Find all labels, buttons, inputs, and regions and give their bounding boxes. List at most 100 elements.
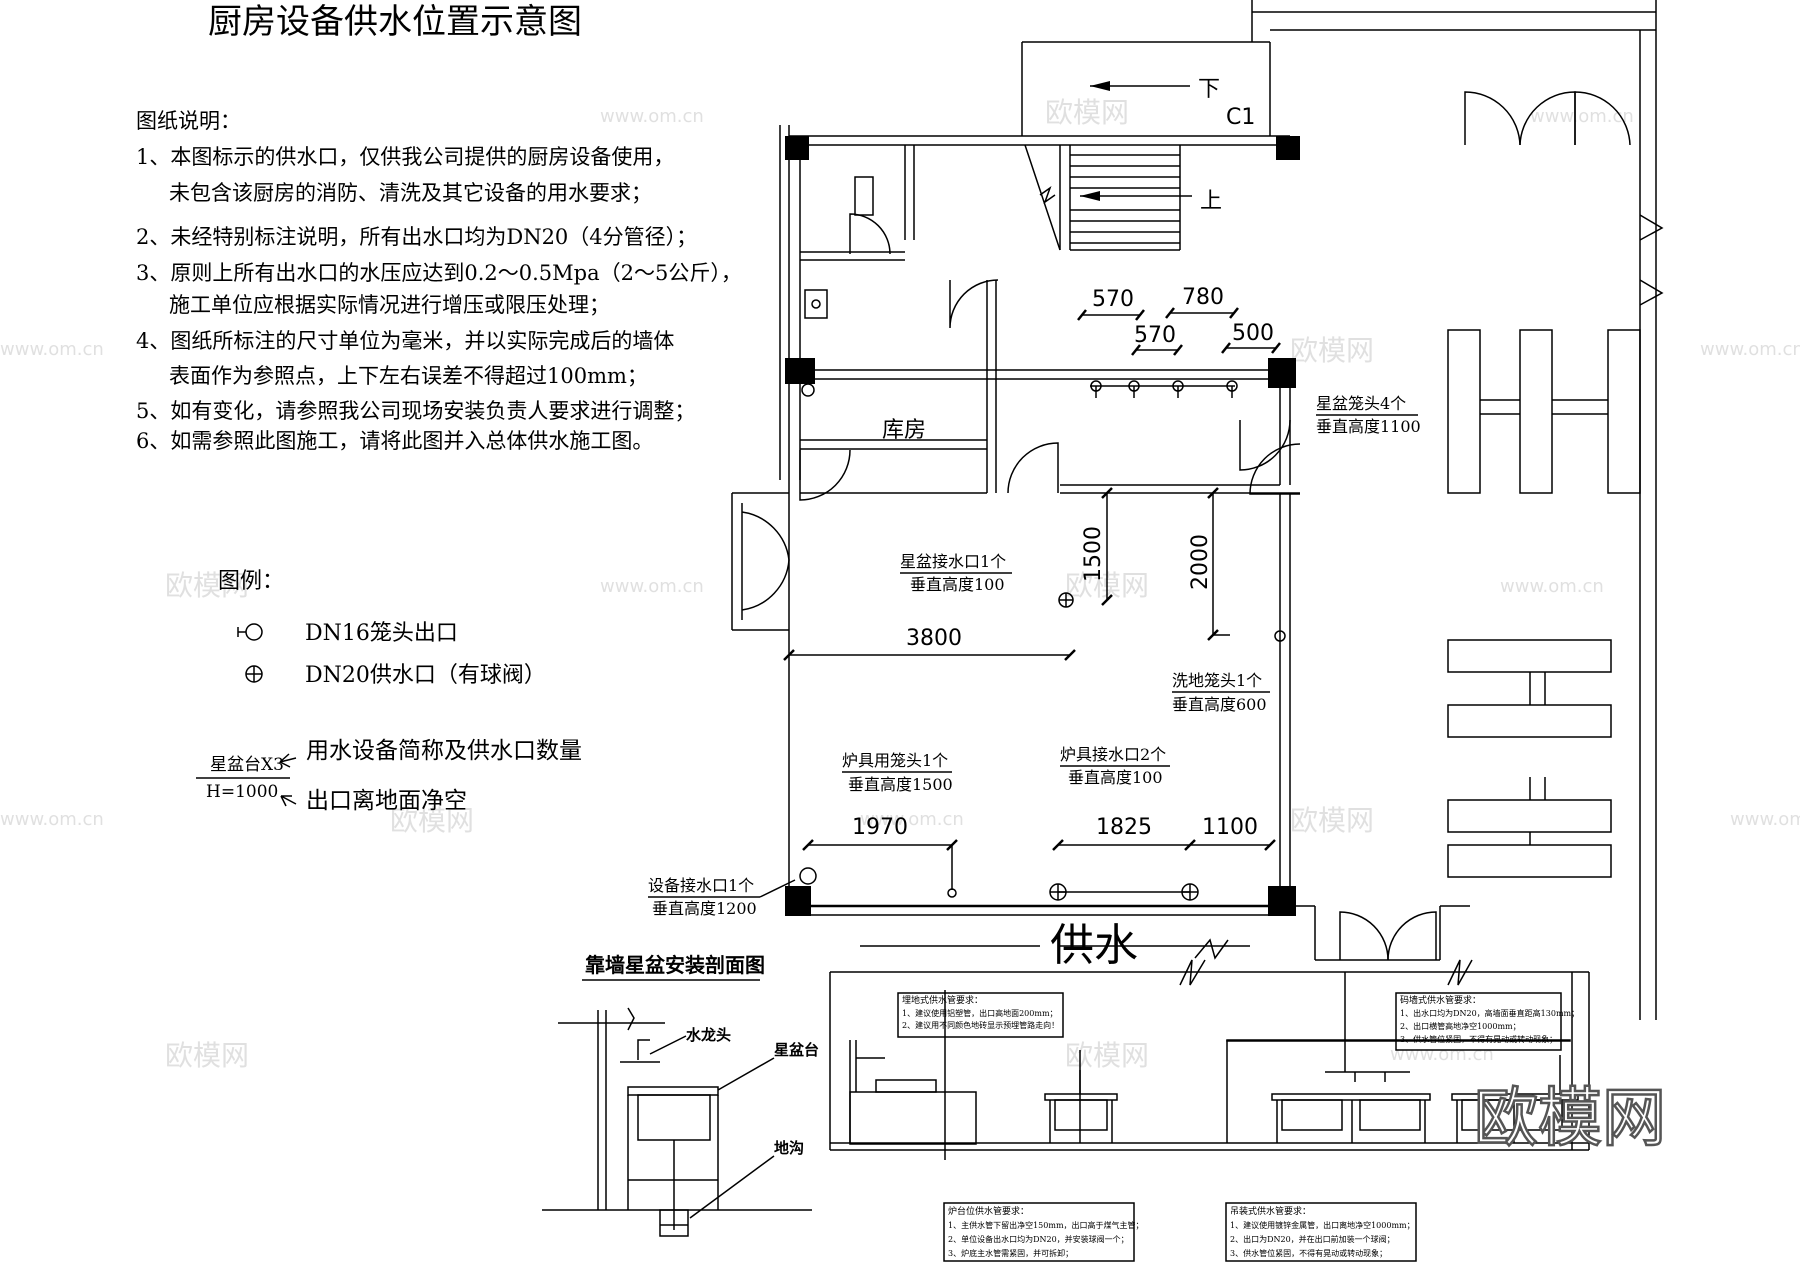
watermark-brand: 欧模网 <box>1045 96 1129 129</box>
note-line: 5、如有变化，请参照我公司现场安装负责人要求进行调整； <box>136 399 695 423</box>
stair-down-label: 下 <box>1198 77 1220 102</box>
right-tables <box>1447 329 1641 878</box>
valve-inlet-icon <box>1181 883 1199 901</box>
door-swings-top <box>1464 91 1631 146</box>
dim-1825: 1825 <box>1096 815 1152 840</box>
note-box-wall: 码墙式供水管要求： 1、出水口均为DN20，高墙面垂直距高130mm； 2、出口… <box>1395 992 1579 1051</box>
notes-block: 图纸说明： 1、本图标示的供水口，仅供我公司提供的厨房设备使用， 未包含该厨房的… <box>136 109 742 453</box>
note-line: 2、未经特别标注说明，所有出水口均为DN20（4分管径）； <box>136 225 697 249</box>
valve-inlet-icon <box>799 867 817 885</box>
elevation-section: 埋地式供水管要求： 1、建议使用铝塑管，出口高地面200mm； 2、建议用不同颜… <box>829 959 1590 1262</box>
legend-heading: 图例： <box>218 569 284 594</box>
watermark-site: www.om.cn <box>600 576 704 597</box>
note-line: 4、图纸所标注的尺寸单位为毫米，并以实际完成后的墙体 <box>136 329 674 353</box>
callout-stove-inlet-b: 垂直高度100 <box>1068 768 1163 787</box>
section-sink-table-label: 星盆台 <box>774 1041 819 1059</box>
legend-item-faucet: DN16笼头出口 <box>305 621 458 646</box>
legend-desc1: 用水设备简称及供水口数量 <box>306 738 582 764</box>
note2-line: 1、出水口均为DN20，高墙面垂直距高130mm； <box>1400 1008 1579 1018</box>
stair-up-label: 上 <box>1200 189 1222 214</box>
note4-line: 3、供水管位紧固，不得有晃动或转动现象； <box>1230 1248 1387 1258</box>
legend-sample-top: 星盆台X3 <box>210 755 284 775</box>
floor-plan: 下 C1 上 <box>648 0 1664 1020</box>
dim-570-b: 570 <box>1134 323 1176 348</box>
watermark-site: www.om.cn <box>1530 106 1634 127</box>
watermark-site: www.om.cn <box>0 339 104 360</box>
watermark-site: www.om.cn <box>1700 339 1800 360</box>
callout-equip-inlet-b: 垂直高度1200 <box>652 899 757 918</box>
door-swings-inner <box>799 213 1437 961</box>
callout-stove-inlet-a: 炉具接水口2个 <box>1060 745 1166 764</box>
watermark-brand: 欧模网 <box>165 569 249 602</box>
dim-1100: 1100 <box>1202 815 1258 840</box>
structural-columns <box>785 136 1300 916</box>
section-floor-drain-label: 地沟 <box>774 1139 804 1157</box>
watermark-site: www.om.cn <box>1500 576 1604 597</box>
bottom-dims: 1970 1825 1100 <box>802 815 1276 851</box>
page-title: 厨房设备供水位置示意图 <box>208 2 582 42</box>
dim-3800: 3800 <box>906 626 962 651</box>
legend-item-valve: DN20供水口（有球阀） <box>305 663 546 688</box>
watermark-brand: 欧模网 <box>1065 1039 1149 1072</box>
note2-title: 码墙式供水管要求： <box>1400 994 1481 1006</box>
dim-1970: 1970 <box>852 815 908 840</box>
note3-line: 1、主供水管下留出净空150mm，出口高于煤气主管； <box>948 1220 1144 1230</box>
dim-2000: 2000 <box>1188 534 1213 590</box>
legend-sample-bottom: H=1000 <box>206 782 278 802</box>
notes-heading: 图纸说明： <box>136 109 241 133</box>
sink-faucets-row <box>1090 380 1238 398</box>
watermark-site: www.om.cn <box>860 809 964 830</box>
note-line: 1、本图标示的供水口，仅供我公司提供的厨房设备使用， <box>136 145 674 169</box>
watermark-brand: 欧模网 <box>390 804 474 837</box>
watermark-site: www.om.cn <box>600 106 704 127</box>
faucet-outlet-icon <box>947 888 957 898</box>
callout-sink-inlet-a: 星盆接水口1个 <box>900 552 1006 571</box>
note1-line: 2、建议用不同颜色地砖显示预埋管路走向！ <box>902 1020 1059 1030</box>
faucet-outlet-icon <box>1274 630 1286 642</box>
door-code-c1: C1 <box>1226 105 1255 130</box>
note-line: 施工单位应根据实际情况进行增压或限压处理； <box>148 293 610 317</box>
faucet-outlet-icon <box>237 623 263 641</box>
valve-inlet-icon <box>1049 883 1067 901</box>
brand-logo-watermark: 欧模网 <box>1474 1082 1666 1156</box>
note1-title: 埋地式供水管要求： <box>902 994 983 1006</box>
valve-inlet-icon <box>245 665 263 683</box>
callout-floor-tap-b: 垂直高度600 <box>1172 695 1267 714</box>
dim-1500: 1500 <box>1081 526 1106 582</box>
callout-stove-tap-a: 炉具用笼头1个 <box>842 751 948 770</box>
note3-title: 炉台位供水管要求： <box>948 1205 1029 1217</box>
legend-desc2: 出口离地面净空 <box>306 788 467 814</box>
note4-line: 1、建议使用镀锌金属管，出口离地净空1000mm； <box>1230 1220 1415 1230</box>
valve-inlet-icon <box>1058 592 1074 608</box>
watermark-site: www.om.cn <box>0 809 104 830</box>
watermark-brand: 欧模网 <box>1290 334 1374 367</box>
note3-line: 2、单位设备出水口均为DN20，并安装球阀一个； <box>948 1234 1129 1244</box>
dim-780: 780 <box>1182 285 1224 310</box>
note1-line: 1、建议使用铝塑管，出口高地面200mm； <box>902 1008 1058 1018</box>
note2-line: 2、出口横管高地净空1000mm； <box>1400 1021 1521 1031</box>
note-line: 未包含该厨房的消防、清洗及其它设备的用水要求； <box>148 181 652 205</box>
dim-570-a: 570 <box>1092 287 1134 312</box>
dim-500: 500 <box>1232 321 1274 346</box>
watermark-site: www.om.cn <box>1390 1044 1494 1065</box>
note-line: 6、如需参照此图施工，请将此图并入总体供水施工图。 <box>136 429 653 453</box>
faucet-outlet-icon <box>801 383 815 397</box>
legend: 图例： DN16笼头出口 DN20供水口（有球阀） 星盆台X3 H=1000 用… <box>196 569 582 814</box>
watermark-brand: 欧模网 <box>165 1039 249 1072</box>
section-faucet-label: 水龙头 <box>686 1026 731 1044</box>
section-title: 靠墙星盆安装剖面图 <box>585 953 765 977</box>
watermark-site: www.om.cn <box>1730 809 1800 830</box>
watermarks: 欧模网 www.om.cn www.om.cn www.om.cn 欧模网 ww… <box>0 96 1800 1072</box>
note-line: 表面作为参照点，上下左右误差不得超过100mm； <box>148 364 648 388</box>
note-line: 3、原则上所有出水口的水压应达到0.2～0.5Mpa（2～5公斤）， <box>136 261 742 285</box>
note4-title: 吊装式供水管要求： <box>1230 1205 1311 1217</box>
callout-sink-inlet-b: 垂直高度100 <box>910 575 1005 594</box>
note2-line: 3、供水管位紧固，不得有晃动或转动现象； <box>1400 1034 1557 1044</box>
callout-sink-tap-a: 星盆笼头4个 <box>1316 394 1406 413</box>
callout-stove-tap-b: 垂直高度1500 <box>848 775 953 794</box>
note4-line: 2、出口为DN20，并在出口前加装一个球阀； <box>1230 1234 1395 1244</box>
vertical-dims: 1500 2000 <box>1081 487 1230 641</box>
watermark-brand: 欧模网 <box>1290 804 1374 837</box>
callout-sink-tap-b: 垂直高度1100 <box>1316 417 1421 436</box>
